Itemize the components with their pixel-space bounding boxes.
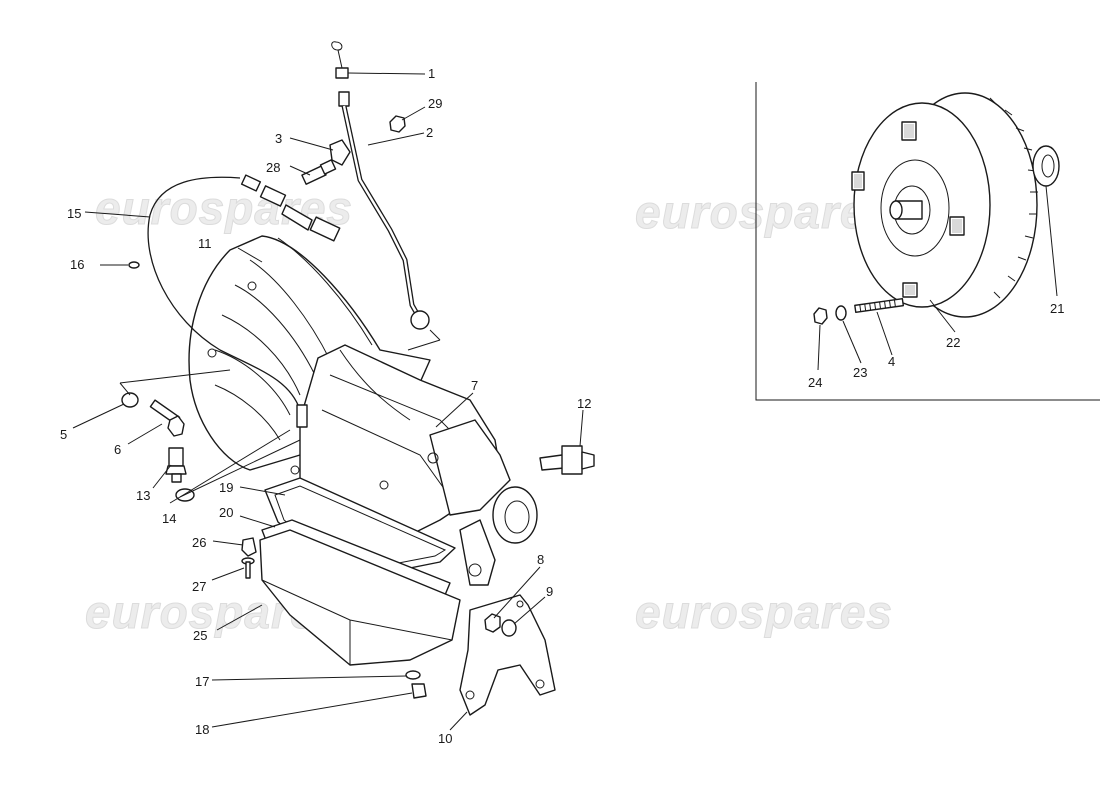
callout-9: 9: [546, 584, 553, 599]
sump-gasket-upper: [264, 477, 456, 581]
drain-plug: [411, 683, 427, 699]
oil-seal: [1032, 145, 1060, 187]
callout-2: 2: [426, 125, 433, 140]
inset-frame: [755, 82, 1100, 401]
pan-screw: [241, 557, 255, 579]
callout-26: 26: [192, 535, 206, 550]
transmission-case: [290, 344, 538, 586]
callout-22: 22: [946, 335, 960, 350]
bellhousing-washer: [121, 392, 139, 408]
callout-23: 23: [853, 365, 867, 380]
callout-8: 8: [537, 552, 544, 567]
bellhousing-bolt: [149, 399, 185, 437]
leader-lines: [72, 72, 1058, 731]
tube-nut: [389, 115, 406, 133]
cable-adjuster: [301, 159, 337, 185]
stud-bolt: [854, 297, 905, 314]
oil-pan: [259, 529, 461, 666]
pan-clip: [241, 537, 257, 557]
callout-15: 15: [67, 206, 81, 221]
cable-clip: [329, 139, 351, 166]
callout-19: 19: [219, 480, 233, 495]
callout-28: 28: [266, 160, 280, 175]
bracket-washer: [501, 619, 517, 637]
callout-25: 25: [193, 628, 207, 643]
callout-4: 4: [888, 354, 895, 369]
callout-6: 6: [114, 442, 121, 457]
callout-12: 12: [577, 396, 591, 411]
callout-13: 13: [136, 488, 150, 503]
callout-29: 29: [428, 96, 442, 111]
watermark-top-left: eurospares: [95, 182, 353, 234]
dipstick-assembly: [331, 41, 430, 330]
callout-21: 21: [1050, 301, 1064, 316]
watermark-bottom-right: eurospares: [635, 586, 893, 638]
kickdown-cable: [147, 174, 341, 428]
callout-20: 20: [219, 505, 233, 520]
callout-27: 27: [192, 579, 206, 594]
o-ring: [128, 261, 140, 269]
callout-16: 16: [70, 257, 84, 272]
torque-converter: [851, 92, 1038, 318]
bracket-nut: [484, 613, 501, 633]
callout-1: 1: [428, 66, 435, 81]
neutral-switch: [165, 447, 187, 483]
callout-10: 10: [438, 731, 452, 746]
hex-nut-small: [813, 307, 828, 325]
callout-labels: 1 2 3 4 5 6 7 8 9 10 11 12 13 14 15 16 1…: [60, 66, 1064, 746]
callout-11: 11: [198, 236, 212, 251]
callout-5: 5: [60, 427, 67, 442]
watermark-top-right: eurospares: [635, 186, 893, 238]
callout-7: 7: [471, 378, 478, 393]
callout-24: 24: [808, 375, 822, 390]
callout-18: 18: [195, 722, 209, 737]
speed-sensor: [539, 445, 595, 475]
mounting-bracket: [459, 594, 556, 716]
callout-17: 17: [195, 674, 209, 689]
callout-3: 3: [275, 131, 282, 146]
drain-washer: [405, 670, 421, 680]
callout-14: 14: [162, 511, 176, 526]
washer-small: [835, 305, 847, 321]
